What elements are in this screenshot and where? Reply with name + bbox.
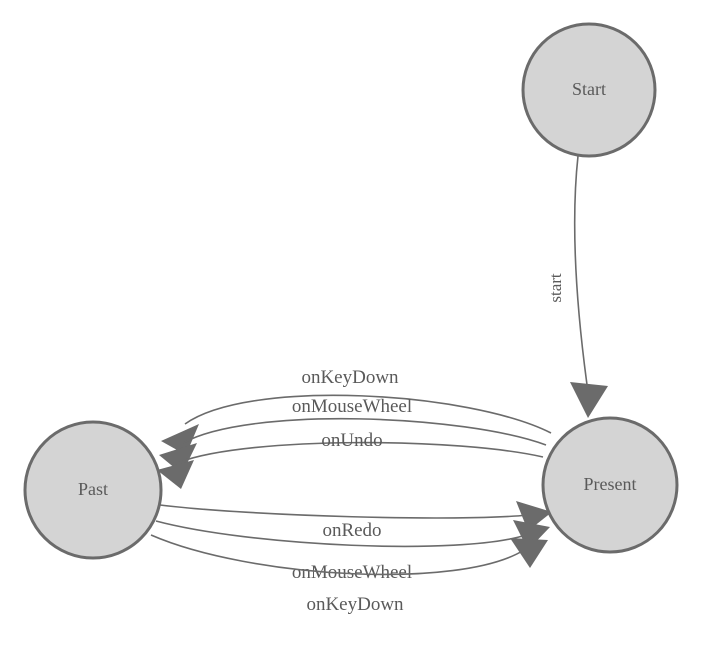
edge-present-past-mousewheel-path	[182, 417, 547, 446]
edge-present-past-undo-arrowhead	[157, 460, 194, 489]
edge-present-past-undo[interactable]: onUndo	[157, 430, 544, 489]
edge-start-arrowhead	[570, 382, 608, 418]
edge-present-past-keydown-arrowhead	[161, 424, 199, 455]
edge-past-present-mousewheel-arrowhead	[513, 520, 550, 550]
node-past-label: Past	[78, 479, 108, 499]
node-past[interactable]: Past	[23, 420, 163, 560]
edge-past-present-keydown[interactable]: onKeyDown	[150, 534, 548, 615]
edge-past-present-redo-label: onRedo	[322, 520, 381, 541]
edge-past-present-redo[interactable]: onRedo	[159, 501, 552, 541]
edge-present-past-mousewheel-label: onMouseWheel	[292, 396, 412, 417]
edge-present-past-keydown-path	[184, 394, 552, 434]
edge-present-past-mousewheel-arrowhead	[159, 443, 197, 474]
edge-past-present-mousewheel[interactable]: onMouseWheel	[155, 520, 550, 583]
edge-present-past-undo-path	[179, 441, 544, 463]
node-present-circle	[541, 416, 679, 554]
edge-past-present-keydown-arrowhead	[510, 538, 548, 568]
edge-start[interactable]: start	[546, 155, 608, 418]
edge-past-present-keydown-label: onKeyDown	[306, 594, 404, 615]
edge-past-present-mousewheel-path	[155, 520, 527, 548]
edge-start-label: start	[546, 273, 565, 303]
node-start-circle	[521, 22, 657, 158]
node-start[interactable]: Start	[521, 22, 657, 158]
edge-present-past-mousewheel[interactable]: onMouseWheel	[159, 396, 547, 474]
node-past-circle	[23, 420, 163, 560]
edge-past-present-mousewheel-label: onMouseWheel	[292, 562, 412, 583]
edge-start-path	[573, 155, 589, 393]
edge-present-past-keydown-label: onKeyDown	[301, 367, 399, 388]
edge-past-present-keydown-path	[150, 534, 525, 576]
edge-present-past-keydown[interactable]: onKeyDown	[161, 367, 552, 455]
edge-past-present-redo-path	[159, 504, 529, 519]
node-present[interactable]: Present	[541, 416, 679, 554]
node-start-label: Start	[572, 79, 606, 99]
edge-present-past-undo-label: onUndo	[321, 430, 382, 451]
node-present-label: Present	[584, 474, 637, 494]
